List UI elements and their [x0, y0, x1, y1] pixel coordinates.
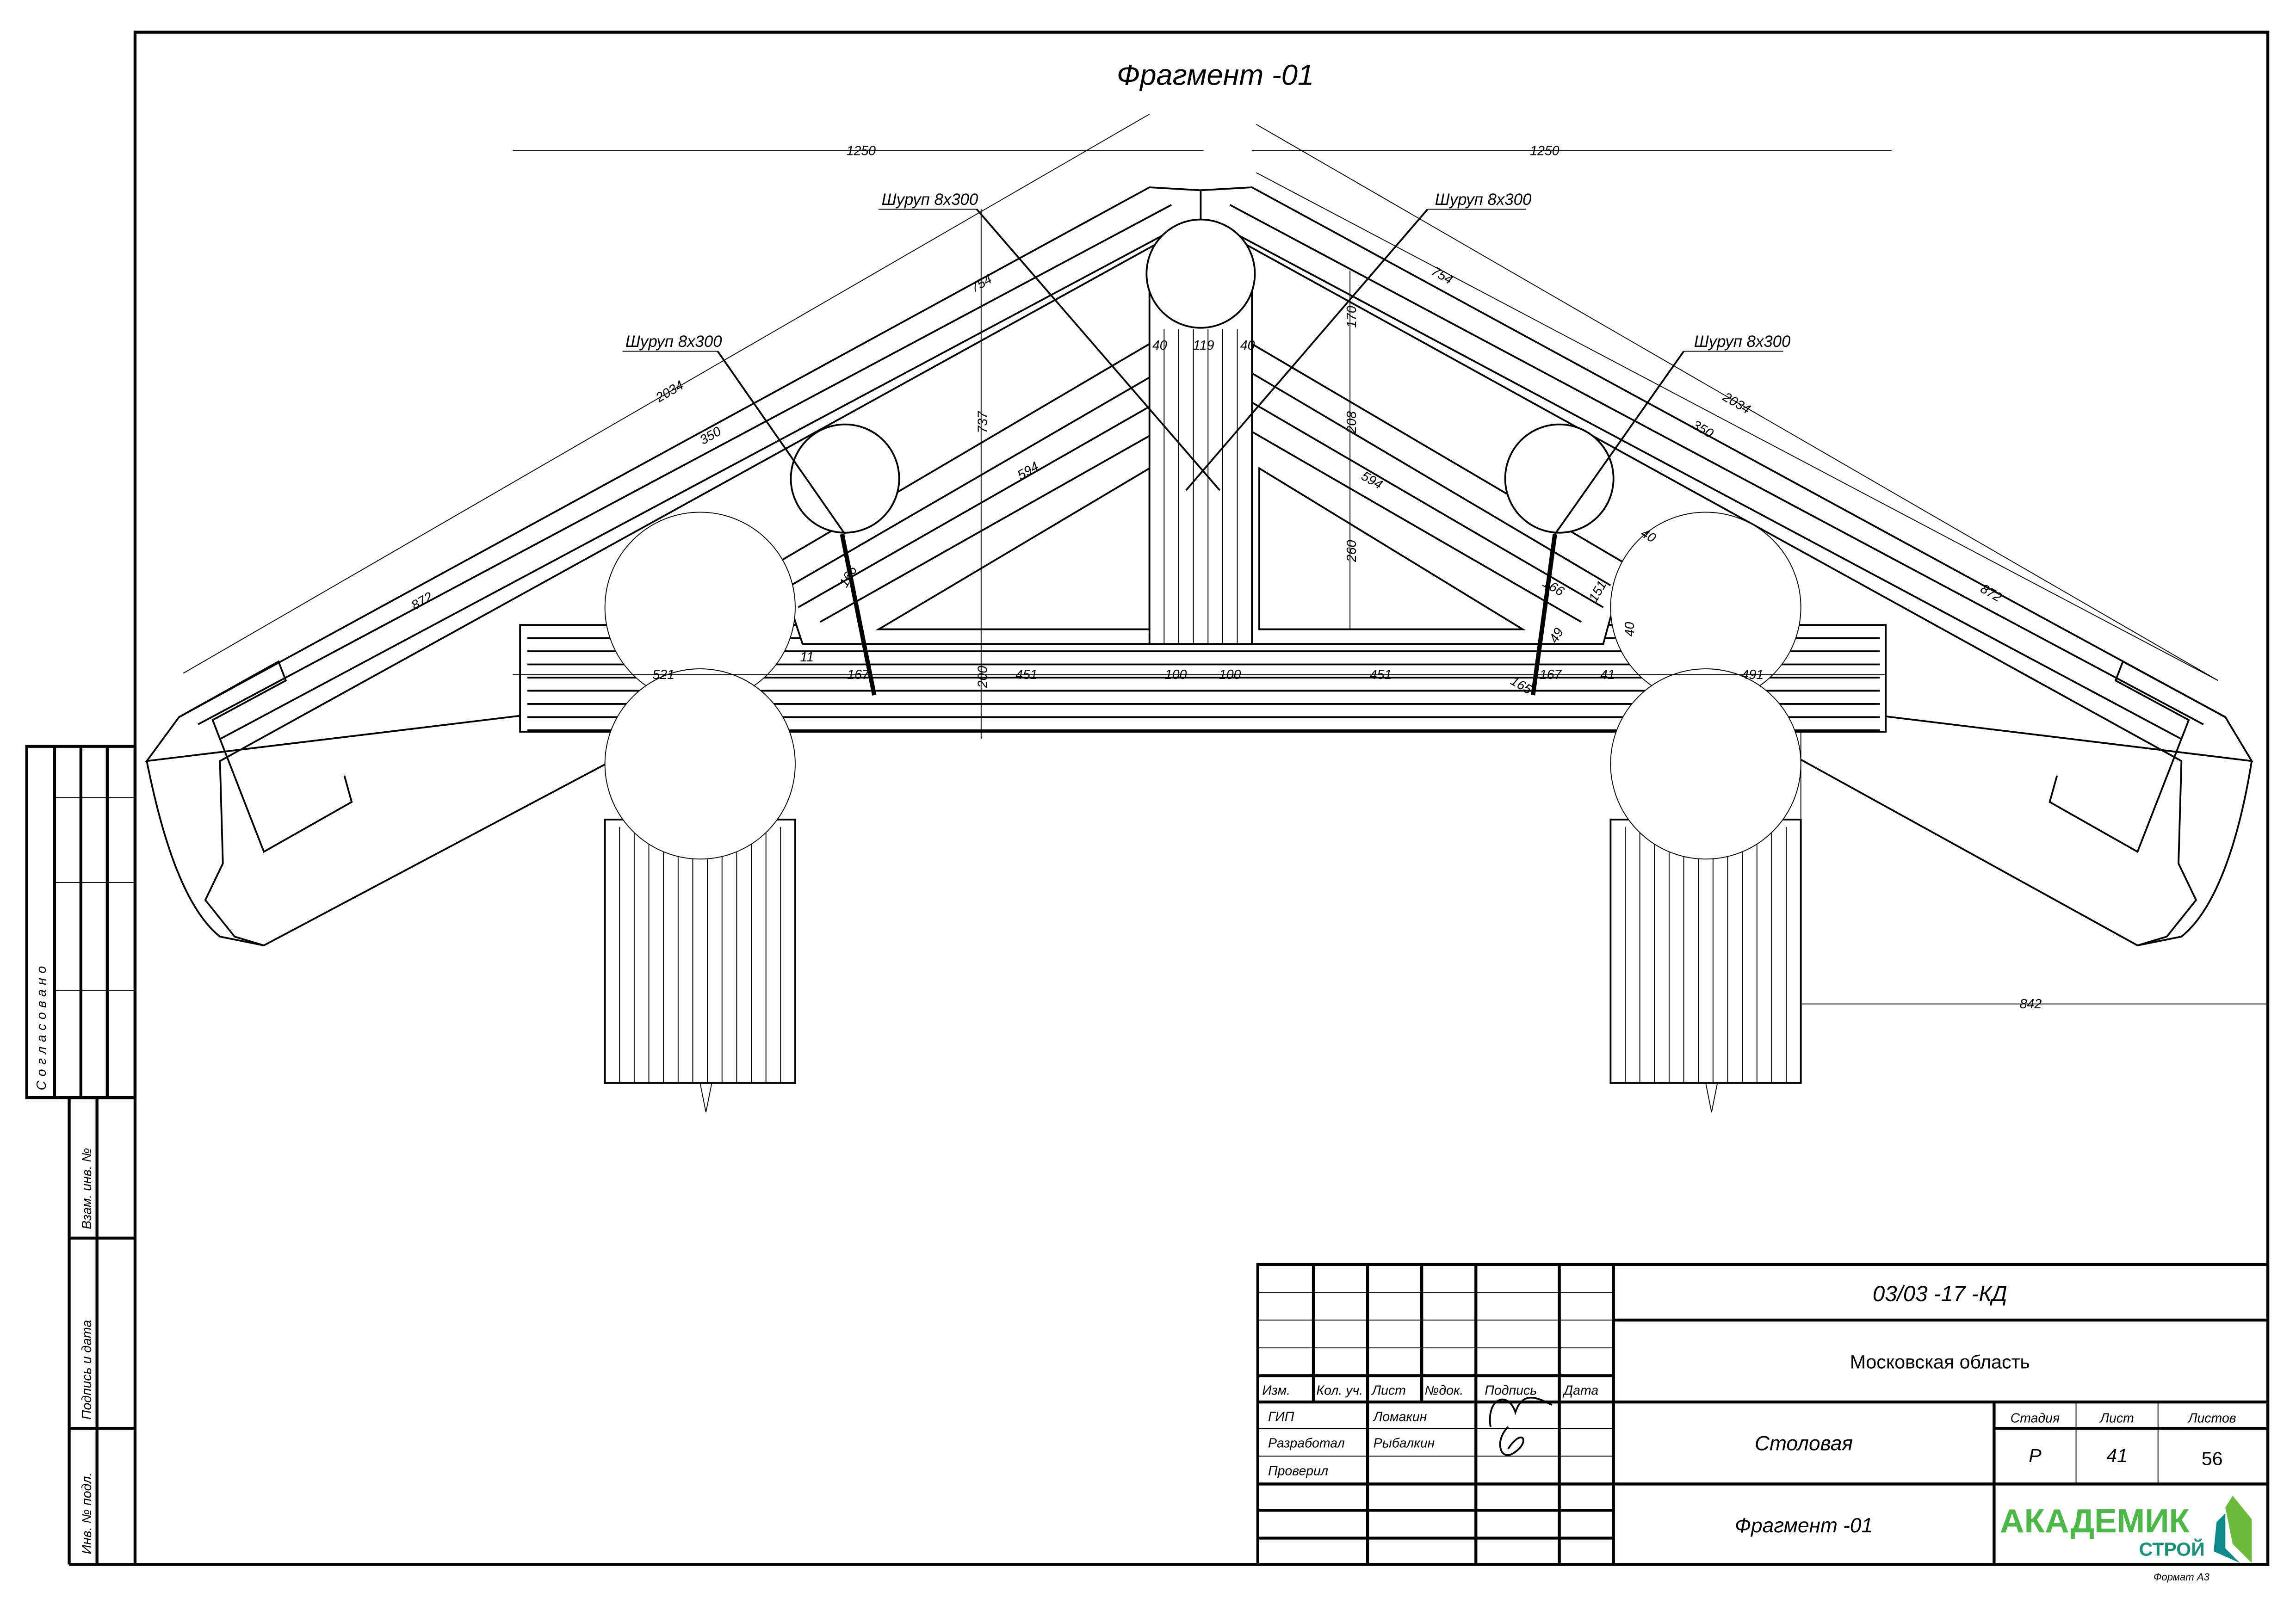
- stamp-agreed: Согласовано: [34, 962, 49, 1090]
- dim-label: 40: [1240, 338, 1255, 353]
- king-post: [1148, 277, 1253, 645]
- dim-label: 100: [1219, 667, 1241, 682]
- dim-label: 842: [2020, 997, 2042, 1012]
- dim-label: 167: [1540, 667, 1562, 682]
- dim-label: 1250: [1530, 143, 1559, 158]
- callout-screw-4: Шуруп 8х300: [1694, 333, 1791, 351]
- dim-label: 40: [1152, 338, 1167, 353]
- header-podpis: Подпись: [1485, 1383, 1537, 1398]
- drawing-title: Фрагмент -01: [1117, 59, 1314, 92]
- header-ndok: №док.: [1425, 1383, 1464, 1398]
- format-label: Формат А3: [2154, 1571, 2210, 1583]
- sheet-label: Лист: [2099, 1411, 2134, 1426]
- dim-label: 737: [975, 411, 990, 433]
- dimension-lines: [183, 113, 2268, 1010]
- dim-label: 200: [975, 666, 990, 688]
- dim-label: 2034: [1720, 389, 1753, 417]
- dim-label: 521: [652, 667, 675, 682]
- dim-label: 119: [1193, 338, 1214, 353]
- dim-label: 170: [1344, 306, 1359, 328]
- sheet-value: 41: [2106, 1445, 2128, 1466]
- header-list: Лист: [1371, 1383, 1406, 1398]
- object-name: Столовая: [1755, 1432, 1853, 1455]
- dim-label: 41: [1600, 667, 1615, 682]
- header-izm: Изм.: [1262, 1383, 1290, 1398]
- logo-main: АКАДЕМИК: [2000, 1502, 2190, 1540]
- truss-right: [1236, 343, 1627, 645]
- company-logo: АКАДЕМИК СТРОЙ: [2000, 1495, 2252, 1563]
- sheet-frame: [25, 31, 2270, 1566]
- callout-screw-3: Шуруп 8х300: [625, 333, 722, 351]
- logo-mark-icon: [2225, 1495, 2252, 1563]
- header-kol: Кол. уч.: [1316, 1383, 1363, 1398]
- dim-label: 40: [1622, 622, 1637, 637]
- role-checker: Проверил: [1268, 1463, 1328, 1478]
- location: Московская область: [1850, 1351, 2030, 1372]
- doc-code: 03/03 -17 -КД: [1873, 1282, 2007, 1306]
- signature: [1489, 1397, 1553, 1456]
- callout-screw-2: Шуруп 8х300: [1435, 191, 1532, 209]
- name-gip: Ломакин: [1373, 1409, 1427, 1424]
- logs: [604, 218, 1801, 860]
- dim-label: 1250: [847, 143, 876, 158]
- header-data: Дата: [1562, 1383, 1598, 1398]
- stage-value: Р: [2029, 1445, 2042, 1466]
- role-developer: Разработал: [1268, 1436, 1345, 1450]
- stamp-podpis-data: Подпись и дата: [80, 1320, 94, 1419]
- stamp-inv-podl: Инв. № подл.: [80, 1473, 94, 1555]
- dim-label: 754: [1429, 264, 1455, 287]
- screws: [622, 209, 1783, 696]
- dim-label: 451: [1370, 667, 1392, 682]
- stamp-vzam: Взам. инв. №: [80, 1148, 94, 1229]
- dim-label: 100: [1165, 667, 1187, 682]
- stage-label: Стадия: [2011, 1411, 2060, 1426]
- name-developer: Рыбалкин: [1374, 1436, 1435, 1450]
- left-post: [604, 819, 796, 1084]
- dim-label: 11: [800, 650, 814, 665]
- dim-label: 208: [1344, 411, 1359, 434]
- logo-sub: СТРОЙ: [2139, 1538, 2205, 1560]
- sheets-value: 56: [2202, 1448, 2223, 1469]
- sheets-label: Листов: [2187, 1411, 2236, 1426]
- dim-label: 2034: [653, 378, 686, 406]
- role-gip: ГИП: [1268, 1409, 1294, 1424]
- right-post: [1609, 819, 1802, 1084]
- dim-label: 451: [1015, 667, 1038, 682]
- sheet-title: Фрагмент -01: [1735, 1514, 1873, 1537]
- dim-label: 491: [1742, 667, 1764, 682]
- callout-screw-1: Шуруп 8х300: [882, 191, 978, 209]
- dim-label: 260: [1344, 540, 1359, 562]
- title-block: [1256, 1263, 2270, 1566]
- dim-label: 167: [847, 667, 870, 682]
